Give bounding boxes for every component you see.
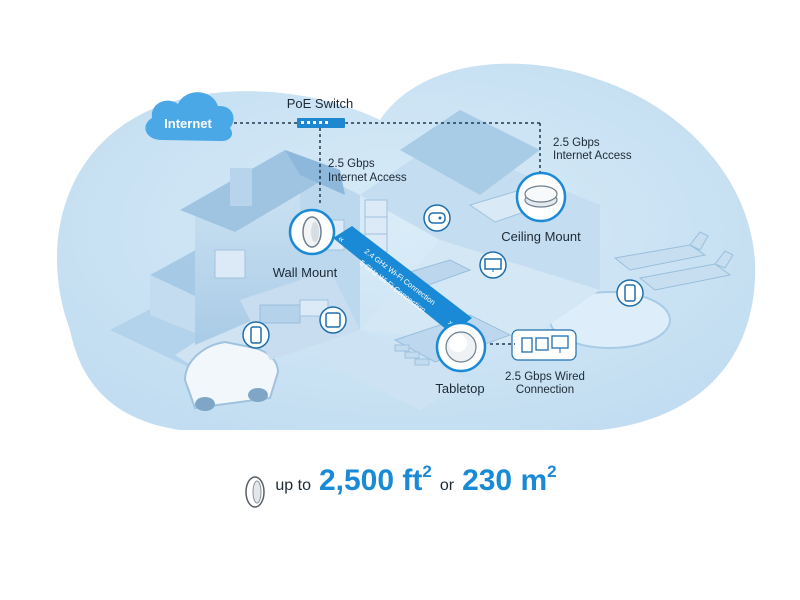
internet-cloud-icon	[145, 92, 234, 142]
poe-switch-icon	[297, 118, 347, 128]
wifi-arrows-left: «	[336, 233, 346, 244]
wall-mount-label: Wall Mount	[273, 265, 338, 280]
car	[183, 340, 280, 411]
living-room	[240, 270, 360, 360]
network-links	[228, 122, 541, 345]
phone-icon-right	[616, 279, 644, 307]
lounge-chairs	[613, 231, 734, 291]
gamepad-icon	[423, 204, 451, 232]
coverage-caption: up to 2,500 ft2 or 230 m2	[0, 462, 800, 522]
ceiling-speed-line2: Internet Access	[553, 150, 632, 162]
wired-line1: 2.5 Gbps Wired	[505, 371, 585, 383]
house-illustration: Internet PoE Switch 2.5 Gbps Internet Ac…	[56, 63, 756, 430]
coverage-area-ft: 2,500 ft2	[318, 462, 432, 497]
ceiling-mount-ap	[515, 171, 567, 223]
tablet-icon	[319, 306, 347, 334]
wifi-arrows-right: »	[446, 317, 456, 328]
wired-devices-icon	[511, 329, 577, 361]
wired-line2: Connection	[516, 384, 574, 396]
coverage-or: or	[439, 477, 455, 494]
house-right	[360, 110, 600, 366]
coverage-area-m: 230 m2	[462, 462, 557, 497]
ceiling-mount-label: Ceiling Mount	[501, 229, 581, 244]
ceiling-speed-line1: 2.5 Gbps	[553, 137, 600, 149]
tv-icon	[479, 251, 507, 279]
phone-icon-left	[242, 321, 270, 349]
internet-label: Internet	[164, 116, 212, 131]
coverage-prefix: up to	[275, 477, 311, 494]
wall-speed-line1: 2.5 Gbps	[328, 158, 375, 170]
wall-speed-line2: Internet Access	[328, 172, 407, 184]
poe-switch-label: PoE Switch	[287, 96, 353, 111]
wall-mount-ap	[288, 208, 336, 256]
tabletop-label: Tabletop	[435, 381, 484, 396]
tabletop-ap	[435, 321, 487, 373]
access-point-icon	[243, 475, 267, 509]
